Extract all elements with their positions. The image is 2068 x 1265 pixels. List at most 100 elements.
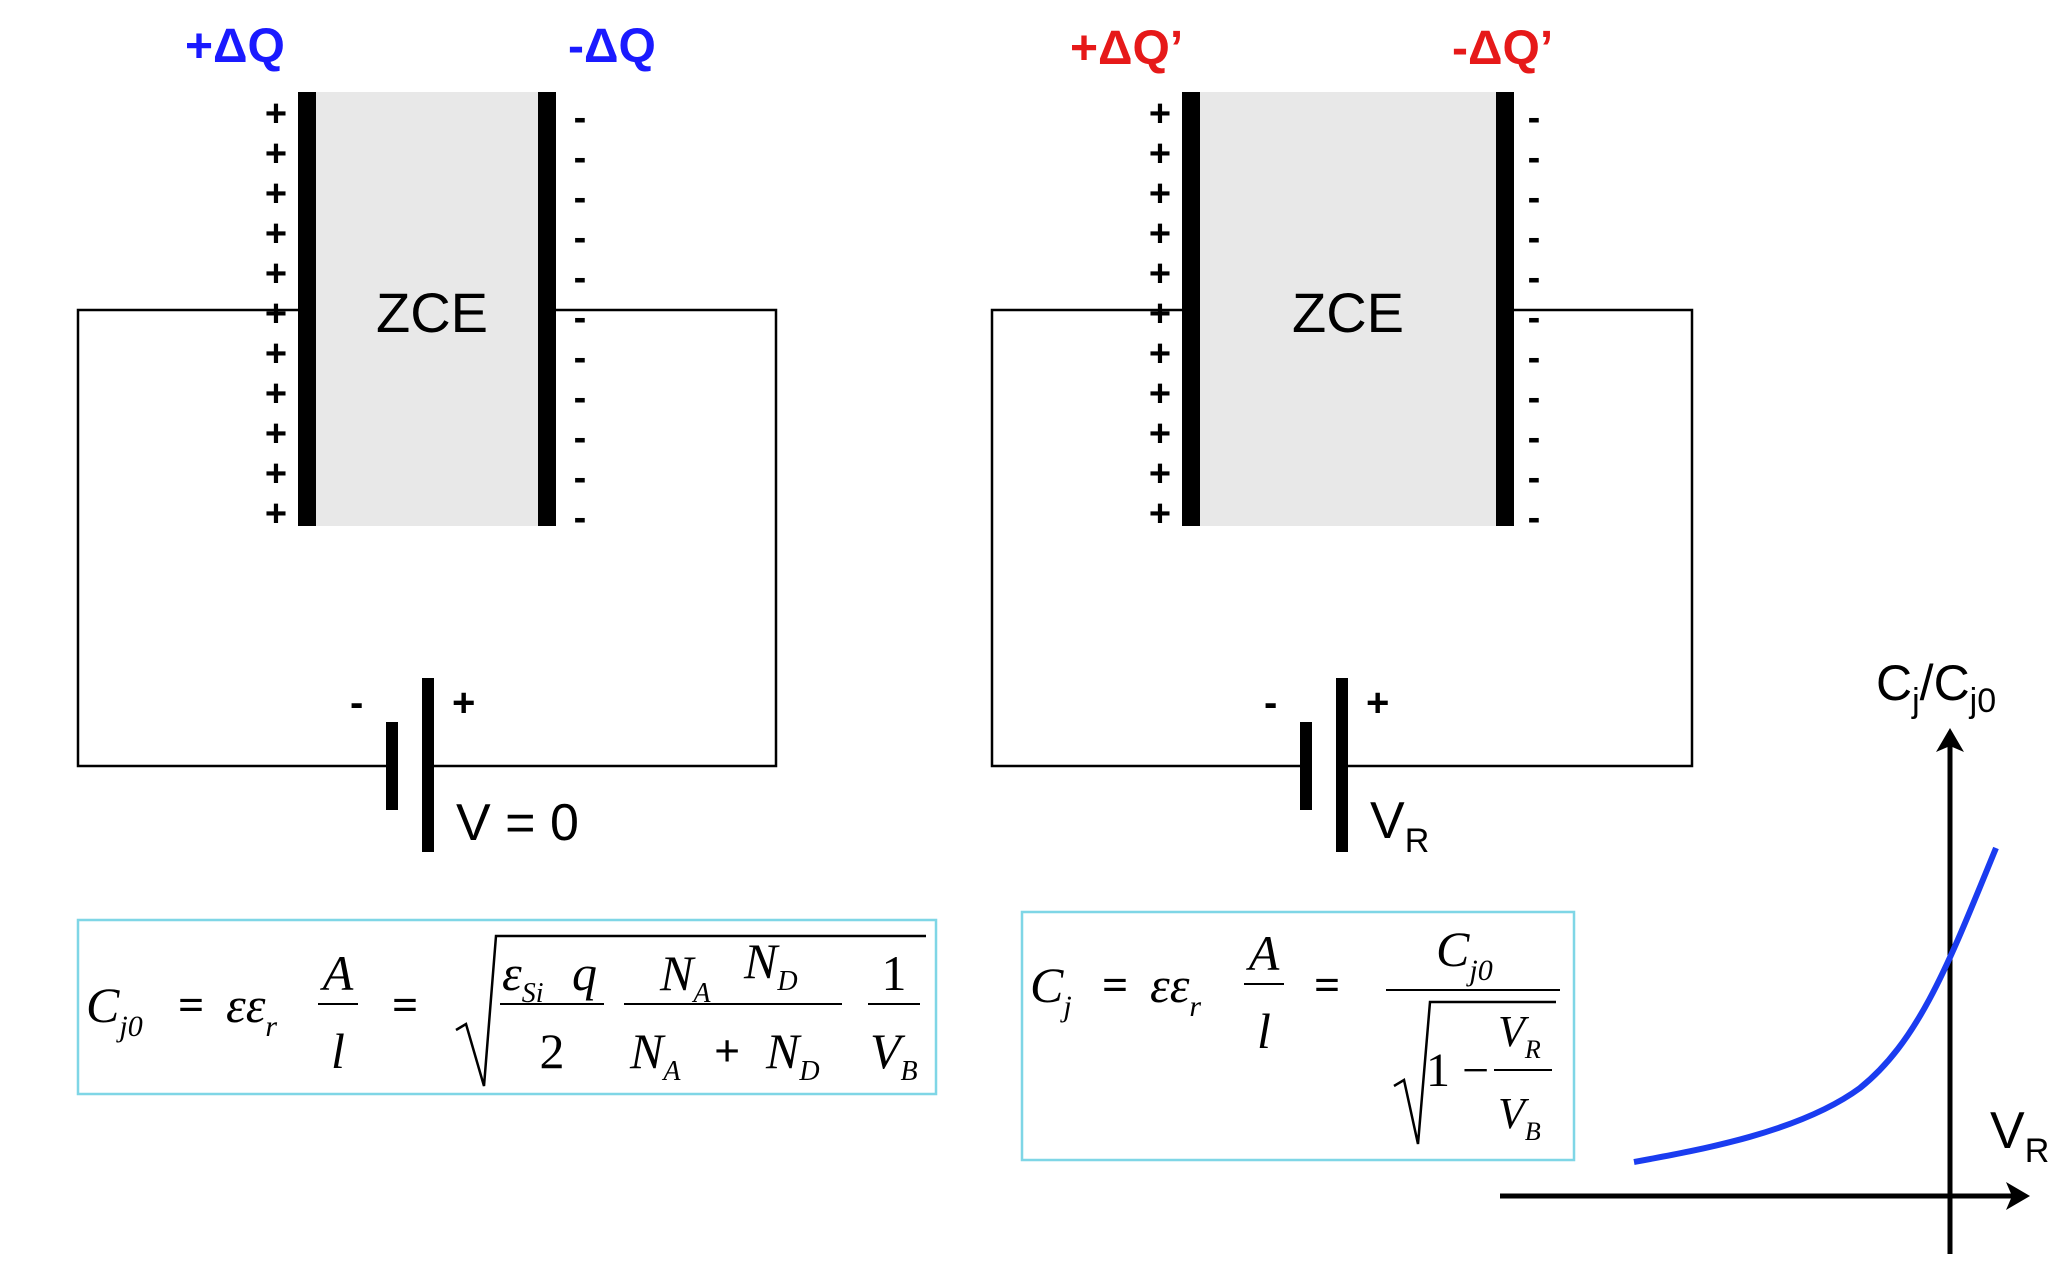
- left-positive-plate: [298, 92, 316, 526]
- f1-eps: εεr: [226, 977, 277, 1043]
- right-minus-sign: -: [1528, 97, 1541, 139]
- left-charge-positive: +ΔQ: [185, 20, 285, 73]
- right-plus-sign: +: [1149, 93, 1171, 135]
- right-battery-positive-plate: [1336, 678, 1348, 852]
- right-plus-sign: +: [1149, 493, 1171, 535]
- left-negative-plate: [538, 92, 556, 526]
- right-plus-sign: +: [1149, 413, 1171, 455]
- left-battery-negative-plate: [386, 722, 398, 810]
- f2-VB: VB: [1498, 1089, 1541, 1146]
- left-plus-signs: +++++++++++: [265, 93, 287, 535]
- right-positive-plate: [1182, 92, 1200, 526]
- right-minus-sign: -: [1528, 177, 1541, 219]
- right-battery-plus: +: [1366, 681, 1389, 725]
- f1-ND-bot: ND: [765, 1023, 820, 1087]
- right-plus-sign: +: [1149, 293, 1171, 335]
- left-zce-region: [312, 92, 544, 526]
- f1-VB: VB: [870, 1023, 918, 1087]
- f2-eps: εεr: [1150, 957, 1201, 1023]
- f2-A: A: [1246, 925, 1280, 981]
- right-minus-sign: -: [1528, 217, 1541, 259]
- left-wire: [76, 308, 388, 768]
- left-plus-sign: +: [265, 333, 287, 375]
- left-minus-sign: -: [574, 97, 587, 139]
- cj-vs-vr-graph: Cj/Cj0 VR: [1500, 655, 2049, 1254]
- left-wire-right: [430, 308, 778, 768]
- right-plus-sign: +: [1149, 253, 1171, 295]
- graph-x-arrowhead: [2006, 1182, 2030, 1210]
- graph-curve: [1633, 846, 1999, 1165]
- left-formula: Cj0 = εεr A l = εSi q 2 NA ND NA + ND 1 …: [76, 918, 938, 1096]
- right-minus-sign: -: [1528, 457, 1541, 499]
- right-voltage-sub: R: [1405, 822, 1430, 860]
- left-battery-positive-plate: [422, 678, 434, 852]
- right-plus-signs: +++++++++++: [1149, 93, 1171, 535]
- f2-eq1: =: [1102, 959, 1128, 1010]
- f1-q: q: [572, 945, 597, 1001]
- left-plus-sign: +: [265, 133, 287, 175]
- f2-eq2: =: [1314, 959, 1340, 1010]
- right-minus-sign: -: [1528, 137, 1541, 179]
- left-plus-sign: +: [265, 453, 287, 495]
- right-plus-sign: +: [1149, 173, 1171, 215]
- right-battery-minus: -: [1264, 681, 1277, 725]
- f2-sqrt-sign: [1393, 1000, 1556, 1145]
- right-wire: [990, 308, 1302, 768]
- left-plus-sign: +: [265, 493, 287, 535]
- graph-y-label: Cj/Cj0: [1876, 655, 1996, 720]
- f2-l: l: [1257, 1003, 1271, 1059]
- left-plus-sign: +: [265, 373, 287, 415]
- left-battery-minus: -: [350, 681, 363, 725]
- left-plus-sign: +: [265, 213, 287, 255]
- left-plus-sign: +: [265, 93, 287, 135]
- right-plus-sign: +: [1149, 333, 1171, 375]
- right-zce-label: ZCE: [1292, 281, 1404, 344]
- right-minus-sign: -: [1528, 297, 1541, 339]
- right-minus-sign: -: [1528, 417, 1541, 459]
- right-formula-box: [1020, 910, 1576, 1162]
- left-plus-sign: +: [265, 413, 287, 455]
- f1-eq1: =: [178, 979, 204, 1030]
- f1-two: 2: [540, 1023, 565, 1079]
- f1-NA-top: NA: [659, 945, 711, 1009]
- f2-one-minus: 1 −: [1426, 1044, 1489, 1097]
- left-minus-sign: -: [574, 457, 587, 499]
- f1-NA-bot: NA: [629, 1023, 681, 1087]
- right-plus-sign: +: [1149, 133, 1171, 175]
- right-minus-sign: -: [1528, 257, 1541, 299]
- left-voltage-label: V = 0: [456, 794, 579, 852]
- left-formula-box: [76, 918, 938, 1096]
- f2-Cj0: Cj0: [1436, 921, 1493, 987]
- left-battery-plus: +: [452, 681, 475, 725]
- right-battery-negative-plate: [1300, 722, 1312, 810]
- f2-C: Cj: [1030, 957, 1072, 1023]
- left-zce-label: ZCE: [376, 281, 488, 344]
- right-plus-sign: +: [1149, 373, 1171, 415]
- left-minus-sign: -: [574, 217, 587, 259]
- graph-y-arrowhead: [1936, 728, 1964, 752]
- left-minus-signs: -----------: [574, 97, 587, 539]
- left-charge-negative: -ΔQ: [568, 20, 656, 73]
- right-plus-sign: +: [1149, 453, 1171, 495]
- f1-eps-si: εSi: [502, 945, 543, 1009]
- right-circuit: +ΔQ’ -ΔQ’ ZCE +++++++++++ ----------- - …: [990, 22, 1694, 860]
- left-plus-sign: +: [265, 253, 287, 295]
- left-minus-sign: -: [574, 177, 587, 219]
- f2-VR: VR: [1498, 1007, 1541, 1064]
- left-plus-sign: +: [265, 173, 287, 215]
- right-minus-sign: -: [1528, 337, 1541, 379]
- f1-eq2: =: [392, 979, 418, 1030]
- right-formula: Cj = εεr A l = Cj0 1 − VR VB: [1020, 910, 1576, 1162]
- left-minus-sign: -: [574, 297, 587, 339]
- left-minus-sign: -: [574, 337, 587, 379]
- right-minus-sign: -: [1528, 497, 1541, 539]
- right-zce-region: [1198, 92, 1500, 526]
- f1-l: l: [331, 1023, 345, 1079]
- left-plus-sign: +: [265, 293, 287, 335]
- right-voltage-label: VR: [1370, 792, 1429, 860]
- left-minus-sign: -: [574, 257, 587, 299]
- left-minus-sign: -: [574, 377, 587, 419]
- left-minus-sign: -: [574, 417, 587, 459]
- f1-sqrt-sign: [455, 934, 926, 1087]
